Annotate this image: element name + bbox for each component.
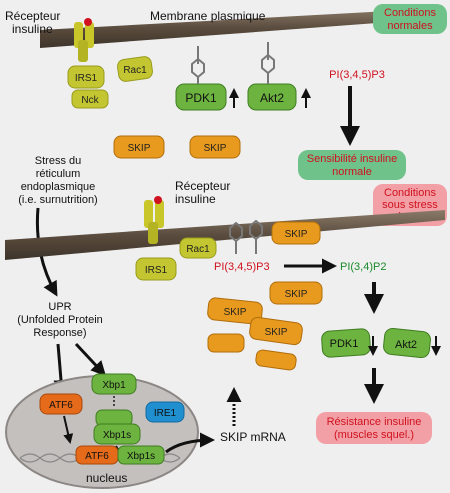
- protein-rac1-top: Rac1: [117, 56, 153, 82]
- skip-cluster-4: [207, 333, 245, 353]
- cond-normal-l1: Conditions: [384, 7, 436, 19]
- svg-text:SKIP: SKIP: [128, 143, 151, 154]
- skip-top-2: SKIP: [189, 135, 241, 159]
- skip-cluster-3: SKIP: [249, 316, 303, 346]
- svg-text:Response): Response): [33, 327, 86, 339]
- nucleus-label: nucleus: [86, 471, 127, 485]
- svg-text:(muscles squel.): (muscles squel.): [334, 429, 414, 441]
- lipid-heads-top: [191, 42, 275, 84]
- protein-pdk1-mid: PDK1: [321, 328, 371, 358]
- svg-text:ATF6: ATF6: [49, 400, 73, 411]
- svg-text:sous stress: sous stress: [382, 199, 438, 211]
- protein-irs1-top: IRS1: [67, 65, 105, 89]
- svg-text:(Unfolded Protein: (Unfolded Protein: [17, 314, 103, 326]
- resistance-box: Résistance insuline (muscles squel.): [316, 412, 432, 444]
- protein-atf6-dna: ATF6: [75, 445, 119, 465]
- protein-pdk1-top: PDK1: [175, 83, 227, 111]
- upr-text: UPR (Unfolded Protein Response): [17, 301, 103, 339]
- receptor-icon-top: [74, 18, 94, 62]
- receptor-icon-mid: [144, 196, 164, 244]
- pip2: PI(3,4)P2: [340, 261, 386, 273]
- svg-text:Akt2: Akt2: [395, 339, 417, 351]
- svg-text:Xbp1s: Xbp1s: [103, 430, 131, 441]
- svg-text:normale: normale: [332, 166, 372, 178]
- skip-top-1: SKIP: [113, 135, 165, 159]
- skip-mrna-label: SKIP mRNA: [220, 430, 286, 444]
- skip-cluster-2: SKIP: [207, 297, 263, 325]
- svg-text:ATF6: ATF6: [85, 451, 109, 462]
- svg-text:SKIP: SKIP: [285, 289, 308, 300]
- protein-akt2-top: Akt2: [247, 83, 297, 111]
- skip-mid-membrane: SKIP: [271, 221, 321, 245]
- svg-text:IRE1: IRE1: [154, 408, 177, 419]
- svg-text:Akt2: Akt2: [260, 91, 284, 105]
- svg-text:endoplasmique: endoplasmique: [21, 181, 96, 193]
- pip3-mid: PI(3,4,5)P3: [214, 261, 270, 273]
- svg-text:(i.e. surnutrition): (i.e. surnutrition): [18, 194, 97, 206]
- svg-text:Rac1: Rac1: [186, 244, 210, 255]
- svg-text:PDK1: PDK1: [185, 91, 217, 105]
- cond-normal-l2: normales: [387, 20, 433, 32]
- receptor-mid-line2: insuline: [175, 192, 216, 206]
- membrane-label: Membrane plasmique: [150, 9, 266, 23]
- stress-text: Stress du réticulum endoplasmique (i.e. …: [18, 155, 97, 206]
- svg-text:IRS1: IRS1: [75, 73, 98, 84]
- membrane-top: [40, 8, 445, 48]
- protein-ire1: IRE1: [145, 401, 185, 423]
- svg-text:Xbp1: Xbp1: [102, 380, 126, 391]
- protein-atf6: ATF6: [39, 393, 83, 415]
- protein-akt2-mid: Akt2: [383, 327, 431, 359]
- arrow-atf6-dna: [63, 415, 74, 444]
- protein-xbp1: Xbp1: [91, 373, 137, 395]
- pip3-top: PI(3,4,5)P3: [329, 69, 385, 81]
- protein-xbp1s-dna: Xbp1s: [117, 445, 165, 465]
- svg-text:SKIP: SKIP: [285, 229, 308, 240]
- receptor-top-line2: insuline: [12, 22, 53, 36]
- svg-text:SKIP: SKIP: [265, 327, 288, 338]
- membrane-mid: [5, 210, 445, 260]
- skip-cluster-5: [255, 349, 297, 371]
- svg-text:IRS1: IRS1: [145, 265, 168, 276]
- svg-text:SKIP: SKIP: [204, 143, 227, 154]
- svg-text:Conditions: Conditions: [384, 187, 436, 199]
- svg-text:Sensibilité insuline: Sensibilité insuline: [307, 153, 398, 165]
- protein-nck-top: Nck: [71, 89, 109, 109]
- up-arrows-top: [229, 88, 311, 108]
- sensitivity-box: Sensibilité insuline normale: [298, 150, 406, 180]
- cond-normal-box: Conditions normales: [373, 4, 447, 34]
- svg-text:SKIP: SKIP: [224, 307, 247, 318]
- svg-text:réticulum: réticulum: [36, 168, 81, 180]
- svg-text:UPR: UPR: [48, 301, 71, 313]
- svg-text:PDK1: PDK1: [330, 338, 359, 350]
- lipid-heads-mid: [229, 219, 263, 254]
- svg-text:Xbp1s: Xbp1s: [127, 451, 155, 462]
- svg-text:Nck: Nck: [81, 95, 99, 106]
- svg-text:Rac1: Rac1: [123, 65, 147, 76]
- receptor-mid-line1: Récepteur: [175, 179, 230, 193]
- down-arrows-mid: [368, 336, 441, 356]
- arrow-nucleus-mrna: [165, 432, 215, 454]
- svg-text:Stress du: Stress du: [35, 155, 81, 167]
- arrow-upr-xbp1: [74, 342, 107, 377]
- svg-text:Résistance insuline: Résistance insuline: [327, 416, 422, 428]
- skip-cluster-1: SKIP: [269, 281, 323, 305]
- receptor-top-line1: Récepteur: [5, 9, 60, 23]
- protein-irs1-mid: IRS1: [135, 257, 177, 281]
- protein-xbp1s: Xbp1s: [93, 409, 141, 445]
- protein-rac1-mid: Rac1: [179, 237, 217, 259]
